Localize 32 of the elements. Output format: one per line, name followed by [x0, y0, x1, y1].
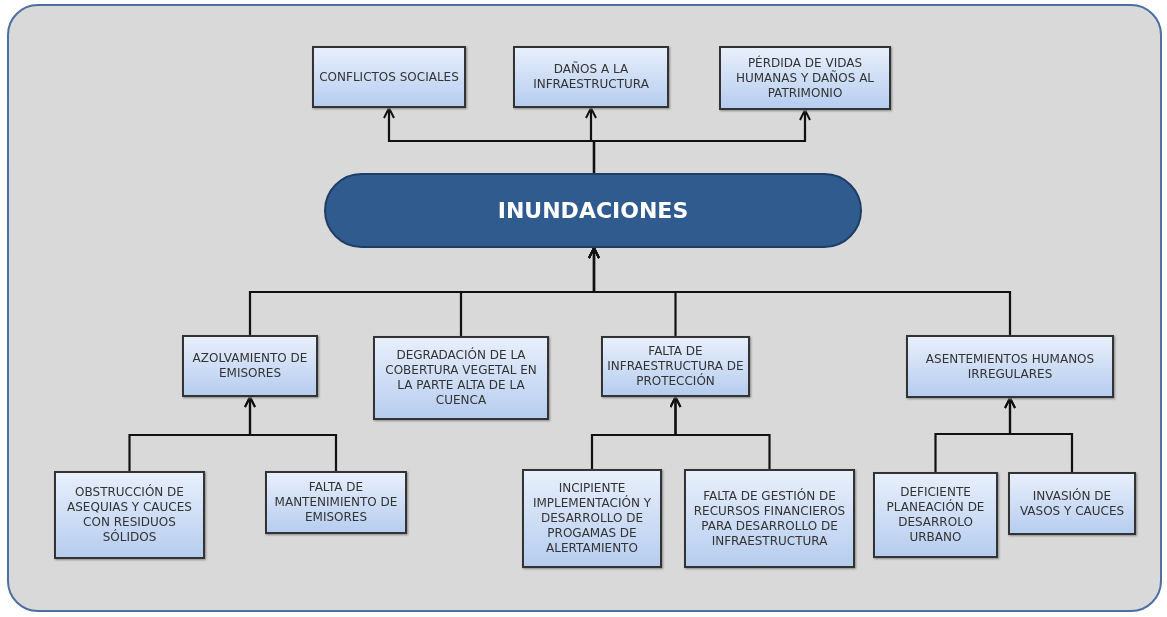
arrow [588, 247, 1012, 335]
arrow [669, 396, 771, 469]
cause-box [312, 46, 466, 108]
node-label: INVASIÓN DE VASOS Y CAUCES [1018, 488, 1126, 519]
cause-box [522, 469, 662, 568]
node-label: ASENTEMIENTOS HUMANOS IRREGULARES [924, 351, 1096, 382]
node-label: FALTA DE INFRAESTRUCTURA DE PROTECCIÓN [606, 344, 745, 389]
arrow [1004, 397, 1074, 472]
cause-box [54, 471, 205, 559]
cause-box [513, 46, 669, 108]
node-label: FALTA DE GESTIÓN DE RECURSOS FINANCIEROS PARA DESARROLLO DE INFRAESTRUCTURA [692, 488, 847, 549]
node-label: PÉRDIDA DE VIDAS HUMANAS Y DAÑOS AL PATRIMONIO [734, 55, 876, 101]
cause-box [1008, 472, 1136, 535]
node-label: OBSTRUCCIÓN DE ASEQUIAS Y CAUCES CON RESIDUOS SÓLIDOS [66, 485, 193, 545]
arrow [592, 109, 811, 173]
cause-box [373, 336, 549, 420]
arrow [244, 396, 338, 471]
cause-box [719, 46, 891, 110]
cause-box [873, 472, 998, 558]
cause-box [182, 335, 318, 397]
cause-box [684, 469, 855, 568]
node-label: CONFLICTOS SOCIALES [318, 69, 460, 85]
node-label: FALTA DE MANTENIMIENTO DE EMISORES [273, 480, 399, 525]
node-label: DAÑOS A LA INFRAESTRUCTURA [532, 62, 650, 92]
node-label: INCIPIENTE IMPLEMENTACIÓN Y DESARROLLO DE PROGAMAS DE ALERTAMIENTO [531, 481, 653, 556]
node-label: DEFICIENTE PLANEACIÓN DE DESARROLO URBANO [885, 485, 986, 545]
node-label: AZOLVAMIENTO DE EMISORES [191, 351, 309, 381]
node-label: DEGRADACIÓN DE LA COBERTURA VEGETAL EN LA PARTE ALTA DE LA CUENCA [384, 348, 538, 408]
cause-box [906, 335, 1114, 398]
cause-box [601, 336, 750, 397]
cause-box [265, 471, 407, 534]
node-label: INUNDACIONES [496, 197, 690, 224]
